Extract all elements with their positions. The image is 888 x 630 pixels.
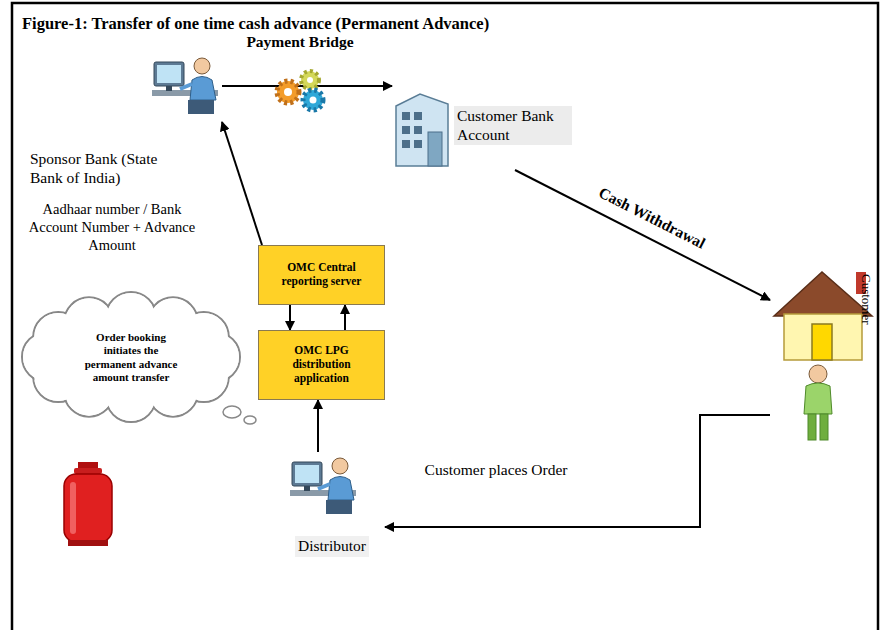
frame (12, 3, 878, 630)
customer-person-icon (804, 365, 832, 440)
connector-arrow (222, 122, 262, 245)
sponsor-clerk-icon (152, 58, 218, 114)
customer-bank-node: Customer Bank Account (392, 78, 572, 170)
figure-title: Figure-1: Transfer of one time cash adva… (22, 14, 489, 34)
note-label: Aadhaar number / Bank Account Number + A… (22, 200, 202, 254)
connector-label: Payment Bridge (244, 33, 355, 51)
sponsor-bank-node: Sponsor Bank (State Bank of India) (22, 52, 222, 197)
connector-arrow (289, 305, 291, 330)
thought-bubbles (223, 406, 256, 424)
customer-node: Customer (770, 266, 878, 446)
node-label: Distributor (295, 536, 369, 557)
distributor-clerk-icon (290, 458, 356, 514)
gas-cylinder (64, 462, 112, 546)
thought-cloud: Order booking initiates the permanent ad… (20, 290, 242, 425)
distributor-node: Distributor (285, 452, 385, 564)
process-box: OMC LPG distribution application (258, 330, 385, 400)
node-label: Customer (858, 274, 874, 325)
house-icon (774, 272, 872, 360)
node-label: OMC LPG distribution application (265, 344, 378, 385)
connector-arrow (385, 415, 770, 527)
connector-arrow (344, 305, 346, 330)
connector-arrow (515, 170, 770, 300)
bank-building-icon (396, 94, 448, 166)
node-label: Sponsor Bank (State Bank of India) (30, 150, 180, 187)
connector-label: Customer places Order (423, 461, 570, 479)
process-box: OMC Central reporting server (258, 245, 385, 305)
node-label: Customer Bank Account (454, 106, 572, 145)
node-label: OMC Central reporting server (265, 261, 378, 289)
connector-arrow (317, 400, 319, 452)
payment-bridge-gears (277, 71, 323, 110)
connector-label: Cash Withdrawal (594, 183, 710, 254)
node-label: Order booking initiates the permanent ad… (79, 331, 183, 384)
